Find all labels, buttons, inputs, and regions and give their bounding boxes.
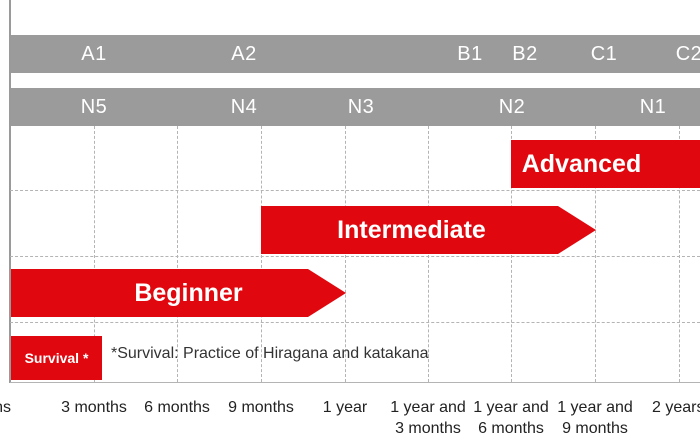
grid-row-line [10, 190, 700, 191]
tick-label-1-year-6-months: 1 year and 6 months [473, 399, 549, 437]
jlpt-level-n3: N3 [347, 96, 375, 118]
grid-line-1-year-6-months [511, 126, 512, 382]
cefr-level-c1: C1 [590, 43, 618, 65]
grid-line-9-months [261, 126, 262, 382]
jlpt-level-band: N5 N4 N3 N2 N1 [11, 88, 700, 126]
survival-note: *Survival: Practice of Hiragana and kata… [111, 345, 429, 362]
grid-row-line [10, 322, 700, 323]
tick-label-1-year-9-months: 1 year and 9 months [557, 399, 633, 437]
survival-box: Survival * [11, 336, 102, 380]
cefr-level-band: A1 A2 B1 B2 C1 C2 [11, 35, 700, 73]
tick-label-6-months: 6 months [144, 399, 210, 416]
advanced-stage-arrow: Advanced [511, 140, 700, 188]
grid-line-1-year [345, 126, 346, 382]
tick-label-2-years: 2 years [652, 399, 700, 416]
cefr-level-b2: B2 [512, 43, 538, 65]
cefr-level-b1: B1 [457, 43, 483, 65]
tick-label-9-months: 9 months [228, 399, 294, 416]
grid-line-1-year-3-months [428, 126, 429, 382]
intermediate-stage-label: Intermediate [337, 215, 486, 244]
grid-line-6-months [177, 126, 178, 382]
tick-label-1-year-3-months: 1 year and 3 months [390, 399, 466, 437]
cefr-level-c2: C2 [675, 43, 700, 65]
jlpt-level-n5: N5 [80, 96, 108, 118]
beginner-stage-label: Beginner [134, 278, 243, 307]
cefr-level-a2: A2 [231, 43, 257, 65]
tick-label-3-months: 3 months [61, 399, 127, 416]
grid-line-1-year-9-months [595, 126, 596, 382]
jlpt-level-n4: N4 [230, 96, 258, 118]
grid-row-line [10, 256, 700, 257]
tick-label-1-year: 1 year [322, 399, 368, 416]
cefr-level-a1: A1 [81, 43, 107, 65]
grid-line-2-years [679, 126, 680, 382]
tick-label-0-months: 0 months [0, 399, 11, 416]
left-axis-line [9, 0, 11, 383]
beginner-stage-arrow: Beginner [11, 269, 346, 317]
jlpt-level-n1: N1 [639, 96, 667, 118]
timeline-baseline [10, 382, 700, 383]
jlpt-level-n2: N2 [498, 96, 526, 118]
survival-label: Survival * [24, 350, 89, 366]
intermediate-stage-arrow: Intermediate [261, 206, 596, 254]
grid-line-3-months [94, 126, 95, 382]
advanced-stage-label: Advanced [521, 149, 642, 178]
